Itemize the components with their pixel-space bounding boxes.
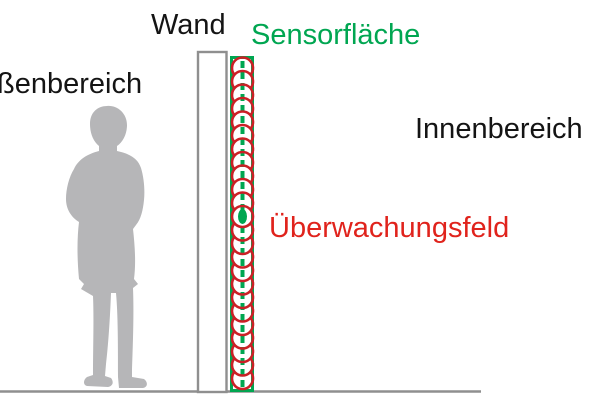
field-arc (230, 150, 255, 171)
field-arc (230, 123, 255, 144)
wall-rect (196, 50, 228, 394)
field-arc (230, 303, 255, 323)
field-arc (230, 276, 255, 296)
field-arc (230, 204, 255, 229)
field-arc (230, 96, 255, 117)
surveillance-field-label: Überwachungsfeld (269, 212, 510, 244)
field-arc (230, 191, 255, 211)
field-arc (230, 177, 255, 198)
field-arc (230, 83, 255, 103)
field-arc (230, 249, 255, 269)
person-silhouette (66, 105, 147, 389)
field-arc (230, 56, 255, 76)
field-arc (230, 110, 255, 130)
field-arc (230, 316, 255, 337)
field-arc (230, 289, 255, 310)
sensor-surface-label: Sensorfläche (251, 19, 421, 51)
field-arc (230, 222, 255, 242)
field-arc (230, 357, 255, 377)
field-arc (230, 330, 255, 350)
sensor-dot (238, 209, 247, 224)
field-arc (230, 235, 255, 256)
field-arc (230, 137, 255, 157)
field-arc (230, 343, 255, 364)
field-arcs (230, 56, 255, 391)
indoor-area-label: Innenbereich (415, 113, 583, 145)
field-arc (230, 370, 255, 391)
outdoor-area-label: ßenbereich (0, 68, 143, 100)
field-arc (230, 69, 255, 90)
field-arc (230, 164, 255, 184)
field-arc (230, 262, 255, 283)
wall-label: Wand (151, 9, 226, 41)
